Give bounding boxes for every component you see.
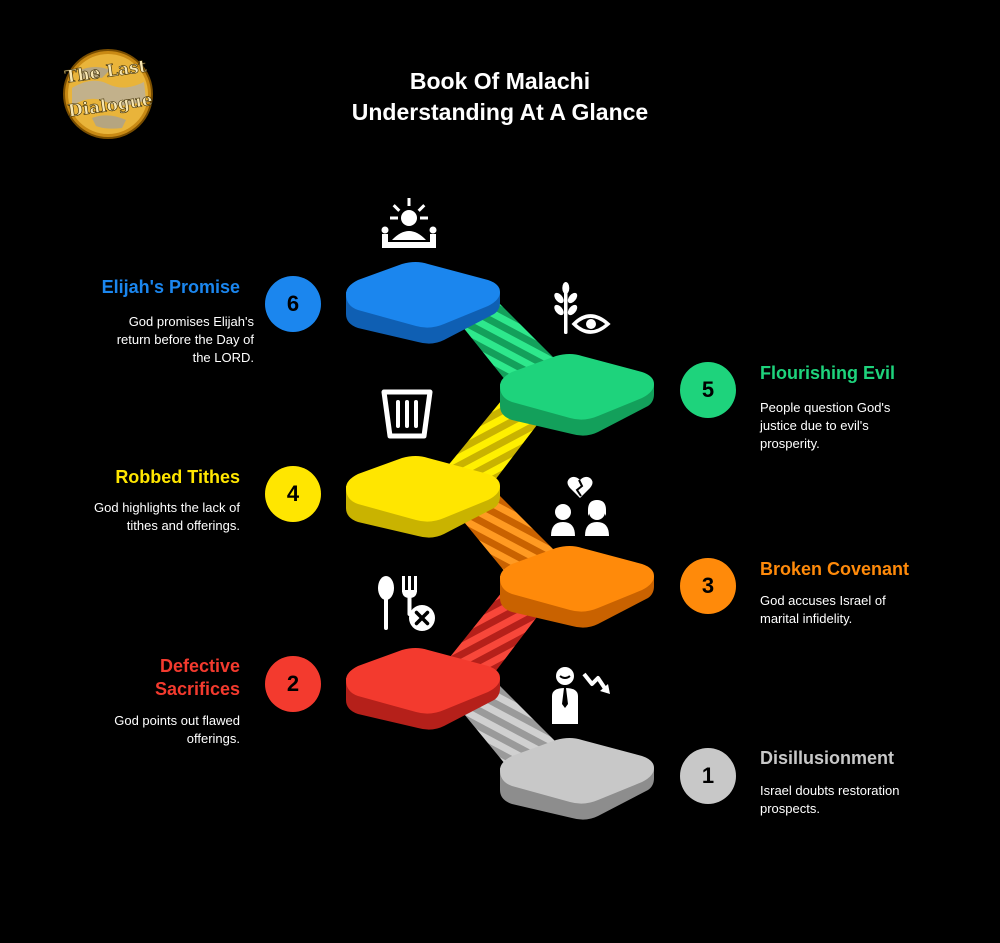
step-4-number: 4 [265,466,321,522]
step-4-title: Robbed Tithes [115,467,240,487]
step-2-desc-line-1: God points out flawed [114,713,240,728]
step-1-title: Disillusionment [760,748,895,768]
step-6-desc-line-1: God promises Elijah's [128,314,254,329]
sun-prophet-icon [381,198,437,248]
step-2-number: 2 [265,656,321,712]
step-5-description: People question God's justice due to evi… [760,399,890,453]
person-downtrend-icon [552,667,610,724]
step-1-desc-line-2: prospects. [760,801,820,816]
utensils-x-icon [378,576,435,631]
title-line-2: Understanding At A Glance [351,99,649,125]
step-3-number: 3 [680,558,736,614]
step-5-number: 5 [680,362,736,418]
step-1-desc-line-1: Israel doubts restoration [760,783,900,798]
step-5-desc-line-3: prosperity. [760,436,820,451]
platform-6 [346,262,500,344]
platform-2 [346,648,500,730]
step-5-desc-line-2: justice due to evil's [760,418,869,433]
step-6-desc-line-3: the LORD. [192,350,254,365]
title-line-1: Book Of Malachi [409,68,591,94]
empty-bin-icon [381,389,433,439]
step-1-description: Israel doubts restoration prospects. [760,782,899,818]
step-2-title-line-2: Sacrifices [154,679,240,699]
plant-eye-icon [554,282,611,334]
step-4-description: God highlights the lack of tithes and of… [94,499,240,535]
step-2-desc-line-2: offerings. [186,731,240,746]
step-3-desc-line-1: God accuses Israel of [760,593,886,608]
step-6-description: God promises Elijah's return before the … [117,313,254,367]
couple-broken-heart-icon [551,476,609,536]
platform-1 [500,738,654,820]
step-4-desc-line-2: tithes and offerings. [126,518,240,533]
step-6-title: Elijah's Promise [101,277,240,297]
step-5-desc-line-1: People question God's [760,400,891,415]
step-2-title: Defective Sacrifices [155,655,240,701]
globe-logo-icon [63,49,153,139]
page-title: Book Of Malachi Understanding At A Glanc… [0,66,1000,128]
step-1-number: 1 [680,748,736,804]
step-2-title-line-1: Defective [159,656,240,676]
step-3-desc-line-2: marital infidelity. [760,611,853,626]
step-5-title: Flourishing Evil [760,363,896,383]
step-3-title: Broken Covenant [760,559,910,579]
platform-4 [346,456,500,538]
platform-5 [500,354,654,436]
step-3-description: God accuses Israel of marital infidelity… [760,592,886,628]
step-2-description: God points out flawed offerings. [114,712,240,748]
step-6-number: 6 [265,276,321,332]
step-6-desc-line-2: return before the Day of [116,332,254,347]
platform-3 [500,546,654,628]
step-4-desc-line-1: God highlights the lack of [94,500,240,515]
